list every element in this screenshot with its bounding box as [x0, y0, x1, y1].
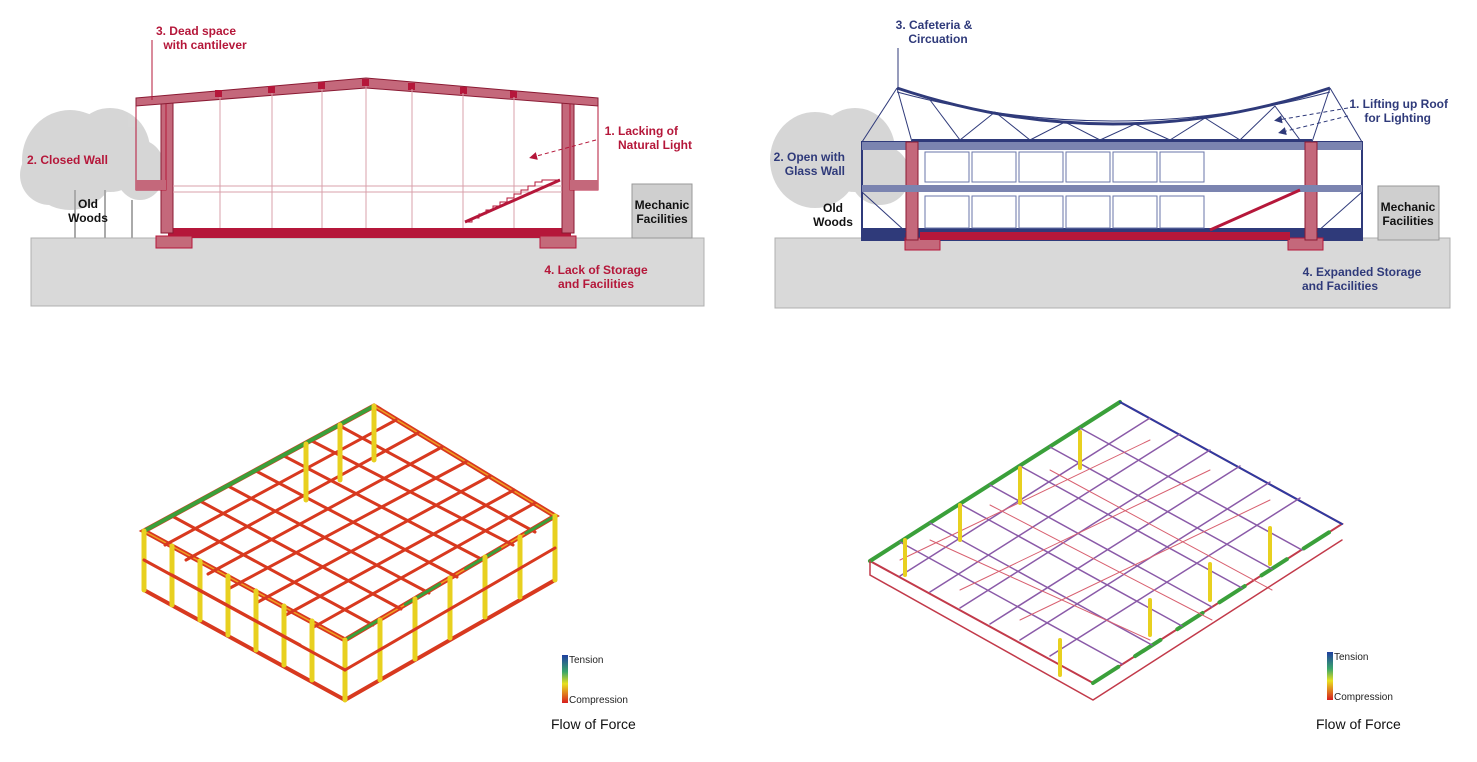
- old-woods-line2-left: Woods: [68, 211, 108, 225]
- mechanic-line2-left: Facilities: [636, 212, 688, 226]
- legend-bar-right: [1327, 652, 1333, 700]
- mechanic-box-left: [631, 183, 693, 239]
- cafeteria-line1: 3. Cafeteria &: [896, 18, 973, 32]
- storage-line2-right: and Facilities: [1302, 279, 1378, 293]
- mechanic-line1-right: Mechanic: [1381, 200, 1436, 214]
- light-arrow-left: [529, 139, 597, 160]
- glass-wall-line2: Glass Wall: [785, 164, 845, 178]
- flow-of-force-right: Flow of Force: [1316, 716, 1401, 732]
- mechanic-box-right: [1377, 185, 1440, 241]
- legend-compression-left: Compression: [569, 695, 628, 706]
- legend-tension-left: Tension: [569, 655, 603, 666]
- ground-block-right: [774, 237, 1451, 309]
- old-woods-line1-left: Old: [78, 197, 98, 211]
- right-section-drawing: [770, 48, 1451, 309]
- cafeteria-line2: Circuation: [908, 32, 967, 46]
- natural-light-line2: Natural Light: [618, 138, 692, 152]
- left-force-model: [138, 403, 560, 703]
- closed-wall-label: 2. Closed Wall: [27, 153, 108, 167]
- mechanic-line1-left: Mechanic: [635, 198, 690, 212]
- legend-bar-left: [562, 655, 568, 703]
- natural-light-line1: 1. Lacking of: [605, 124, 679, 138]
- dead-space-line2: with cantilever: [162, 38, 247, 52]
- left-section-drawing: [20, 40, 705, 307]
- flow-of-force-left: Flow of Force: [551, 716, 636, 732]
- glass-wall-line1: 2. Open with: [774, 150, 845, 164]
- column-right: [561, 97, 575, 234]
- lifting-line2: for Lighting: [1364, 111, 1431, 125]
- svg-text:3. Cafeteria &Circuation: 3. Cafeteria &Circuation: [896, 18, 973, 46]
- old-woods-line2-right: Woods: [813, 215, 853, 229]
- storage-line1-left: 4. Lack of Storage: [544, 263, 648, 277]
- ground-block: [30, 237, 705, 307]
- lifting-line1: 1. Lifting up Roof: [1349, 97, 1449, 111]
- legend-compression-right: Compression: [1334, 692, 1393, 703]
- old-woods-line1-right: Old: [823, 201, 843, 215]
- legend-tension-right: Tension: [1334, 652, 1368, 663]
- right-force-model: [868, 400, 1344, 701]
- roof-truss-top: [896, 86, 1331, 126]
- dead-space-line1: 3. Dead space: [156, 24, 236, 38]
- floor-slab: [168, 228, 571, 238]
- storage-line1-right: 4. Expanded Storage: [1303, 265, 1422, 279]
- column-left: [160, 97, 174, 234]
- storage-line2-left: and Facilities: [558, 277, 634, 291]
- mechanic-line2-right: Facilities: [1382, 214, 1434, 228]
- trees-left: [20, 108, 165, 210]
